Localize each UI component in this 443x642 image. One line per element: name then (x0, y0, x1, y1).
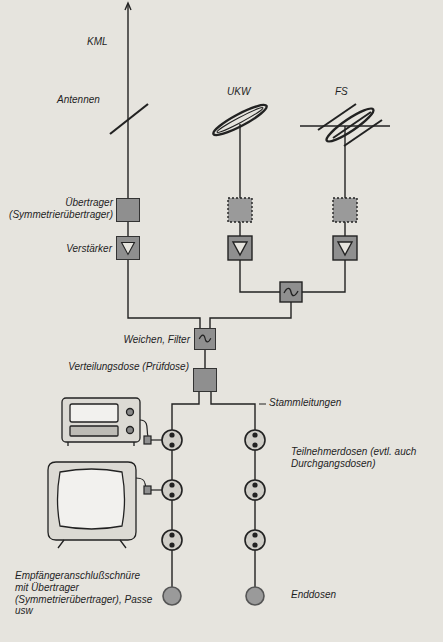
signal-line (204, 350, 205, 368)
signal-line (128, 260, 200, 328)
trunk-line (211, 392, 255, 430)
signal-line (127, 222, 128, 236)
feed-line (239, 124, 240, 198)
balun-box (333, 198, 357, 222)
wire (240, 260, 280, 292)
component-box: Verstärker (116, 236, 140, 260)
tv-receiver (48, 462, 136, 548)
wire (210, 302, 291, 328)
trunk-line (171, 450, 172, 587)
filter-wave (199, 335, 211, 342)
annotation-label: FS (334, 86, 349, 98)
component-box: Übertrager (Symmetrierübertrager) (116, 198, 140, 222)
feed-line (344, 126, 345, 198)
radio-receiver (62, 398, 140, 446)
receiver-cord (136, 478, 162, 494)
annotation-label: Enddosen (290, 589, 337, 601)
amplifier-box (333, 236, 357, 260)
amplifier-symbol (117, 237, 139, 259)
component-label: Verteilungsdose (Prüfdose) (63, 361, 190, 373)
annotation-label: KML (86, 36, 109, 48)
filter-box (280, 282, 302, 302)
wire (302, 260, 345, 292)
trunk-line (172, 392, 199, 430)
amplifier-box (228, 236, 252, 260)
subscriber-sockets (162, 430, 265, 605)
component-label: Übertrager (Symmetrierübertrager) (4, 197, 114, 221)
rod-tip (125, 3, 131, 10)
annotation-label: Teilnehmerdosen (evtl. auch Durchgangsdo… (290, 446, 430, 470)
annotation-label: UKW (226, 86, 251, 98)
trunk-line (254, 450, 255, 587)
annotation-label: Stammleitungen (268, 397, 342, 409)
wire (239, 222, 240, 236)
filter-symbol (195, 329, 215, 349)
receiver-cord (140, 420, 162, 444)
component-label: Weichen, Filter (83, 334, 191, 346)
amplifier-triangle (122, 243, 135, 255)
component-box: Verteilungsdose (Prüfdose) (193, 368, 217, 392)
wire (344, 222, 345, 236)
kml-rod (127, 4, 128, 198)
component-box: Weichen, Filter (194, 328, 216, 350)
component-label: Verstärker (31, 243, 113, 255)
balun-box (228, 198, 252, 222)
dipole-rod (110, 104, 148, 134)
annotation-label: Antennen (56, 94, 101, 106)
annotation-label: Empfängeranschlußschnüre mit Übertrager … (14, 570, 154, 617)
leader-line (259, 404, 266, 405)
